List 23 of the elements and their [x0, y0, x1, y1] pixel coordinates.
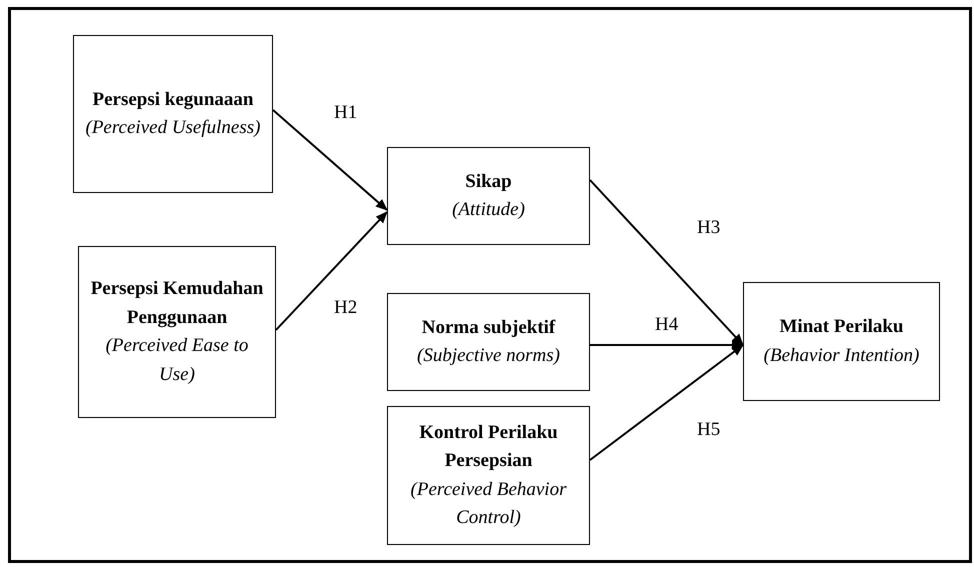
construct-name: Minat Perilaku: [779, 315, 904, 339]
arrow: [589, 179, 744, 346]
construct-name: Persepsi Kemudahan Penggunaan: [90, 277, 264, 330]
construct-box: [78, 246, 276, 418]
arrow: [275, 211, 388, 331]
construct-box: [387, 293, 590, 391]
arrow: [272, 109, 388, 211]
arrow: [590, 340, 744, 350]
construct-name: Sikap: [465, 170, 512, 194]
construct-english-name: (Perceived Ease to Use): [104, 334, 250, 386]
construct-box: [387, 147, 590, 245]
construct-english-name: (Perceived Behavior Control): [410, 478, 568, 530]
construct-box: [387, 406, 590, 545]
construct-box: [743, 282, 940, 401]
construct-name: Kontrol Perilaku Persepsian: [418, 420, 559, 473]
construct-english-name: (Subjective norms): [417, 344, 560, 368]
construct-english-name: (Perceived Usefulness): [86, 116, 260, 140]
construct-box: [73, 35, 273, 193]
construct-name: Norma subjektif: [422, 316, 556, 340]
construct-english-name: (Behavior Intention): [764, 344, 920, 368]
construct-name: Persepsi kegunaaan: [92, 88, 254, 112]
construct-english-name: (Attitude): [452, 198, 525, 222]
arrow: [589, 344, 744, 461]
